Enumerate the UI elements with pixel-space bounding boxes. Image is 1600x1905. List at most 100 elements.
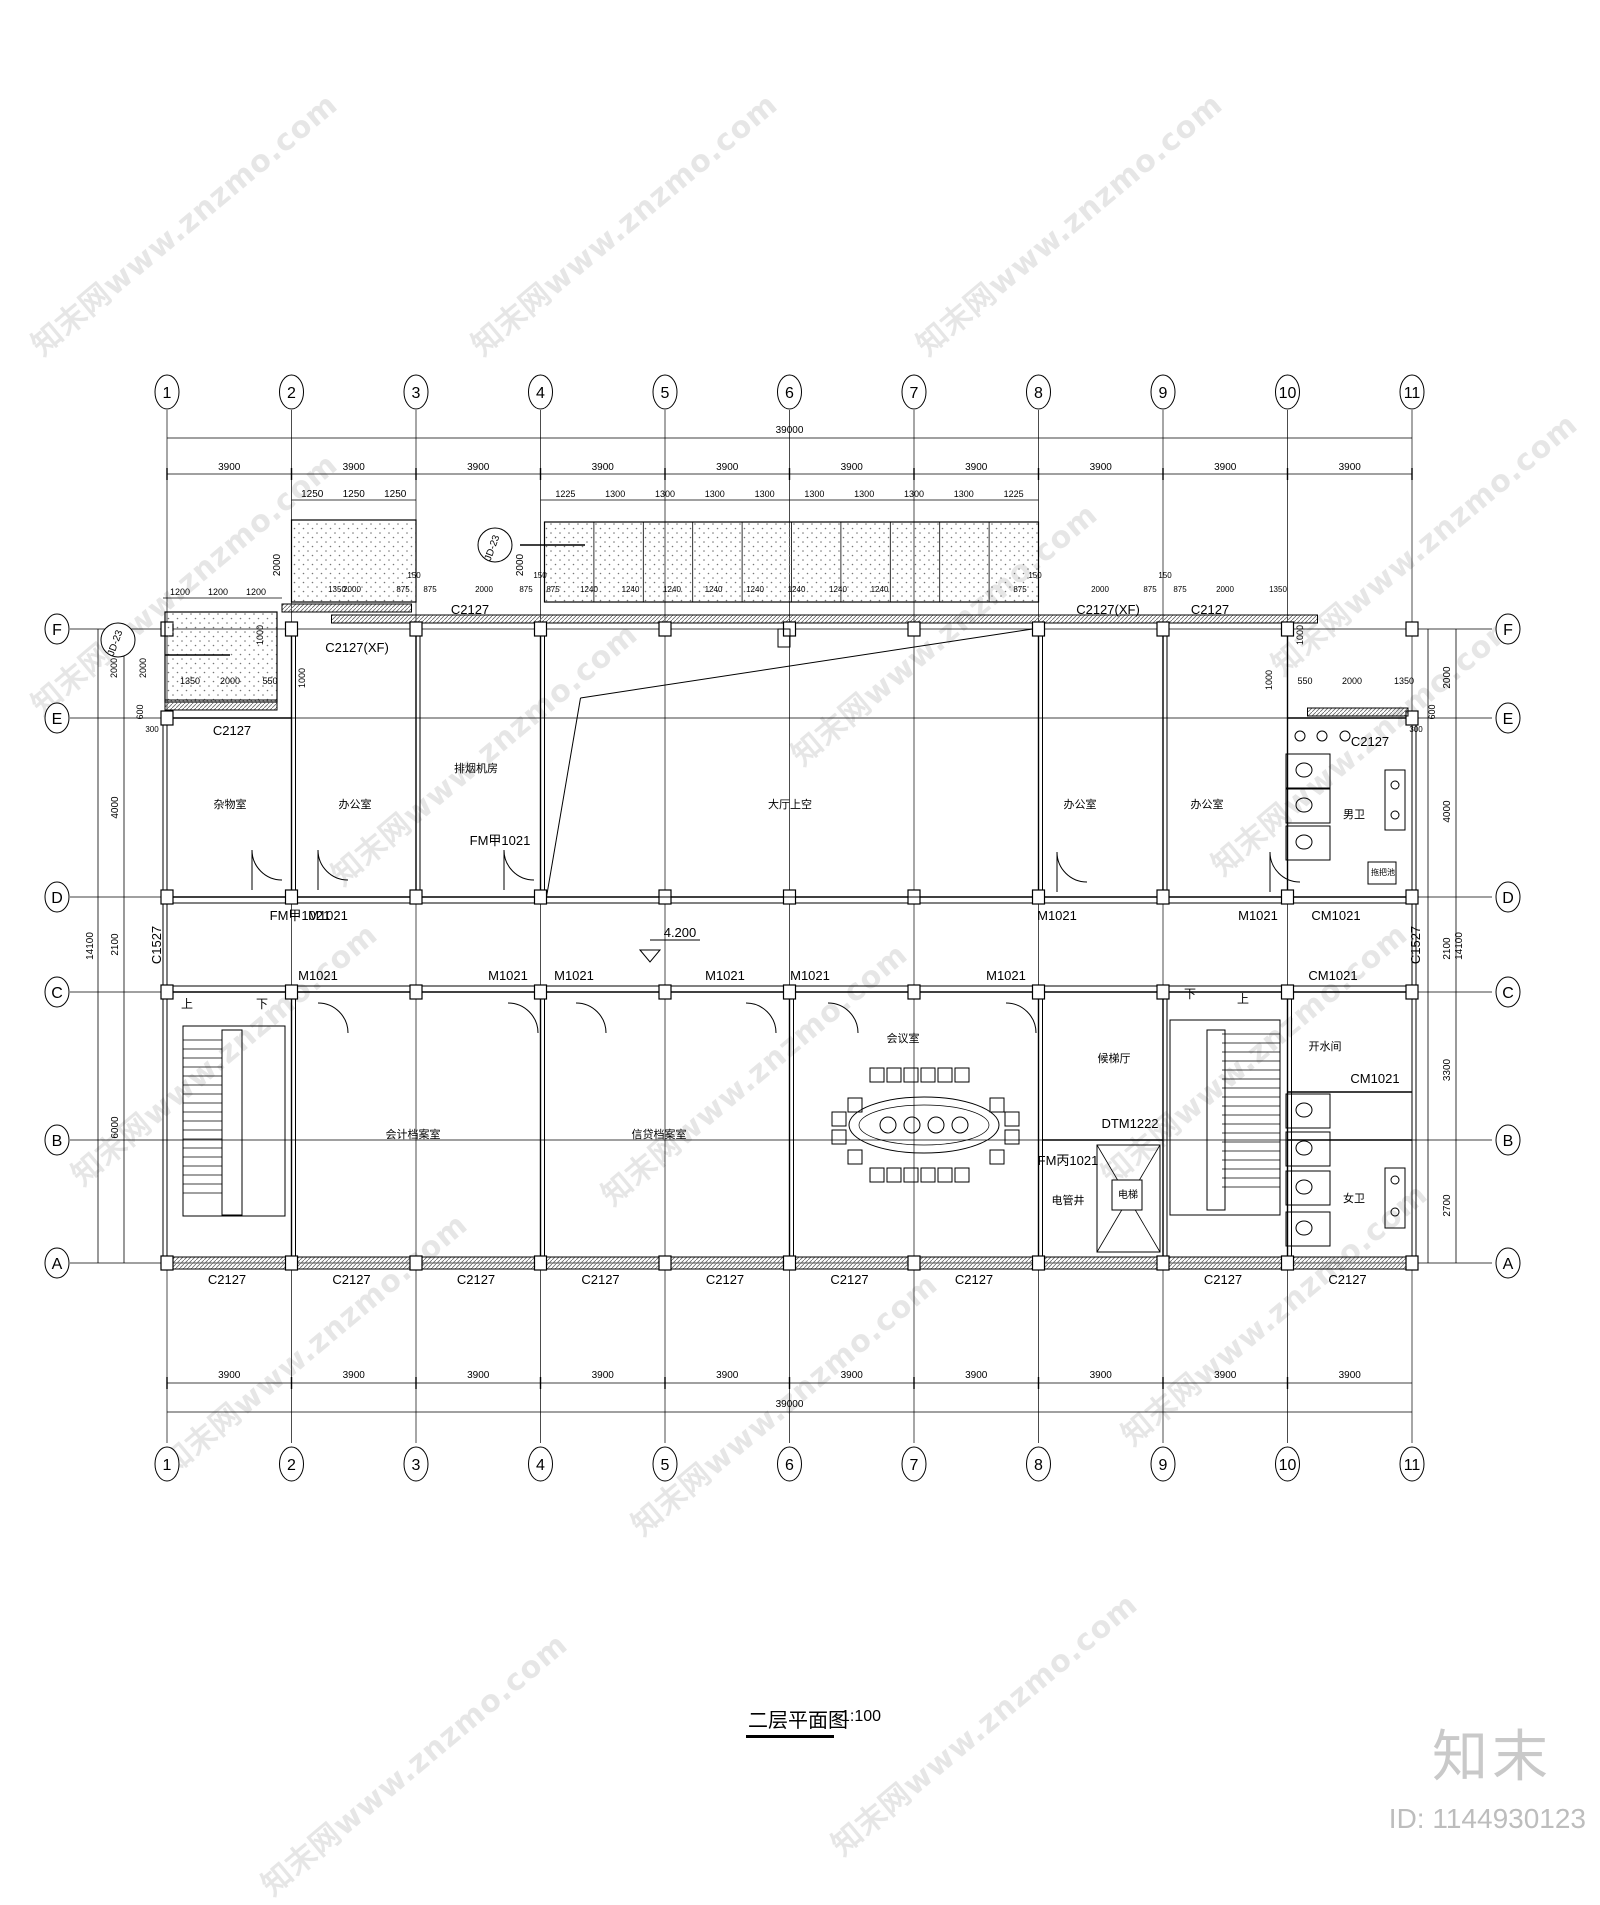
sink-counter [1384, 769, 1406, 831]
door-swing [1269, 851, 1301, 883]
door-label: M1021 [1037, 908, 1077, 923]
axis-label-8: 8 [1034, 1457, 1043, 1474]
ledge-mid-dim: 1240 [746, 585, 764, 594]
axis-bubble-10 [1275, 1446, 1300, 1482]
balcony-ledge [281, 603, 412, 613]
window-label: C2127 [213, 723, 251, 738]
door-label: M1021 [790, 968, 830, 983]
bay-dim-top-4: 3900 [592, 462, 615, 473]
axis-bubble-11 [1399, 374, 1425, 410]
chair [869, 1167, 885, 1183]
door-label: CM1021 [1308, 968, 1357, 983]
mop-sink [1367, 861, 1397, 885]
bay-dim-top-7: 3900 [965, 462, 988, 473]
structural-column [907, 1255, 921, 1271]
door-label: CM1021 [1311, 908, 1360, 923]
structural-column [160, 889, 174, 905]
elevator-car [1111, 1179, 1143, 1211]
dim-label: 1000 [1295, 625, 1305, 645]
dim-label: 2000 [1216, 585, 1234, 594]
bay-dim-top-1: 3900 [218, 462, 241, 473]
dim-label: 150 [533, 571, 547, 580]
title-underline [746, 1735, 834, 1738]
window-label-east: C1527 [1408, 926, 1423, 964]
bay-dim-bottom-8: 3900 [1090, 1370, 1113, 1381]
dim-label: 2000 [220, 676, 240, 686]
chair [1004, 1111, 1020, 1127]
ledge-left-dim: 1200 [246, 587, 266, 597]
north-wall [331, 614, 1318, 624]
ledge-mid-dim: 1240 [580, 585, 598, 594]
balcony-center-dim: 1300 [605, 489, 625, 499]
chair [920, 1067, 936, 1083]
axis-bubble-4 [528, 1446, 553, 1482]
axis-bubble-8 [1026, 1446, 1051, 1482]
window-label: C2127 [1351, 734, 1389, 749]
balcony-center-dim: 1225 [555, 489, 575, 499]
bay-dim-bottom-3: 3900 [467, 1370, 490, 1381]
dim-label: 2000 [138, 658, 148, 678]
toilet-bowl [1295, 1102, 1313, 1118]
structural-column [1405, 710, 1419, 726]
structural-column [533, 1255, 548, 1271]
structural-column [1156, 889, 1170, 905]
dim-label: 150 [407, 571, 421, 580]
window-label-south: C2127 [1328, 1272, 1366, 1287]
dim-label: 875 [519, 585, 533, 594]
balcony-center-dim: 1300 [705, 489, 725, 499]
toilet-stall [1285, 753, 1331, 789]
toilet-bowl [1295, 1140, 1313, 1156]
door-swing [317, 849, 349, 881]
atrium-line [580, 628, 1033, 699]
structural-column [284, 984, 299, 1000]
axis-bubble-6 [777, 1446, 802, 1482]
structural-column [1405, 1255, 1419, 1271]
bay-dim-bottom-2: 3900 [343, 1370, 366, 1381]
chair [869, 1067, 885, 1083]
drawing-title: 二层平面图 [748, 1708, 848, 1732]
urinal [1316, 730, 1328, 742]
room-name: 排烟机房 [454, 761, 498, 775]
dim-label: 1000 [1264, 670, 1274, 690]
bay-dim-top-6: 3900 [841, 462, 864, 473]
structural-column [533, 984, 548, 1000]
axis-bubble-1 [154, 374, 180, 410]
urinal [1294, 730, 1306, 742]
row-dim-right-1: 4000 [1442, 800, 1453, 823]
structural-column [284, 621, 299, 637]
axis-bubble-C [1495, 976, 1521, 1008]
structural-column [1405, 621, 1419, 637]
balcony-left-dim: 1250 [384, 489, 407, 500]
toilet-stall [1285, 1211, 1331, 1247]
dim-label: 1350 [1269, 585, 1287, 594]
toilet-stall [1285, 825, 1331, 861]
structural-column [1156, 984, 1170, 1000]
window-label-south: C2127 [208, 1272, 246, 1287]
sink [1390, 810, 1400, 820]
sink [1390, 780, 1400, 790]
row-dim-right-0: 2000 [1442, 666, 1453, 689]
door-label: M1021 [298, 968, 338, 983]
chair [886, 1167, 902, 1183]
dim-label: 2000 [109, 658, 119, 678]
axis-bubble-9 [1150, 1446, 1176, 1482]
axis-label-A: A [52, 1256, 63, 1273]
structural-column [409, 889, 423, 905]
axis-bubble-2 [279, 374, 304, 410]
axis-bubble-B [44, 1124, 70, 1156]
toilet-bowl [1295, 1179, 1313, 1195]
axis-label-E: E [1503, 711, 1514, 728]
balcony-center-dim: 1300 [655, 489, 675, 499]
ledge-mid-dim: 1240 [705, 585, 723, 594]
toilet-bowl [1295, 1220, 1313, 1236]
axis-bubble-E [1495, 702, 1521, 734]
pillar-box [777, 628, 791, 648]
stair-up-label: 上 [1237, 992, 1249, 1006]
structural-column [1280, 621, 1295, 637]
znzmo-logo: 知末 [1432, 1725, 1552, 1790]
ledge-mid-dim: 1240 [663, 585, 681, 594]
axis-label-10: 10 [1279, 1457, 1297, 1474]
dim-label: 2000 [515, 553, 526, 576]
structural-column [1280, 889, 1295, 905]
door-label: FM甲1021 [270, 908, 331, 923]
